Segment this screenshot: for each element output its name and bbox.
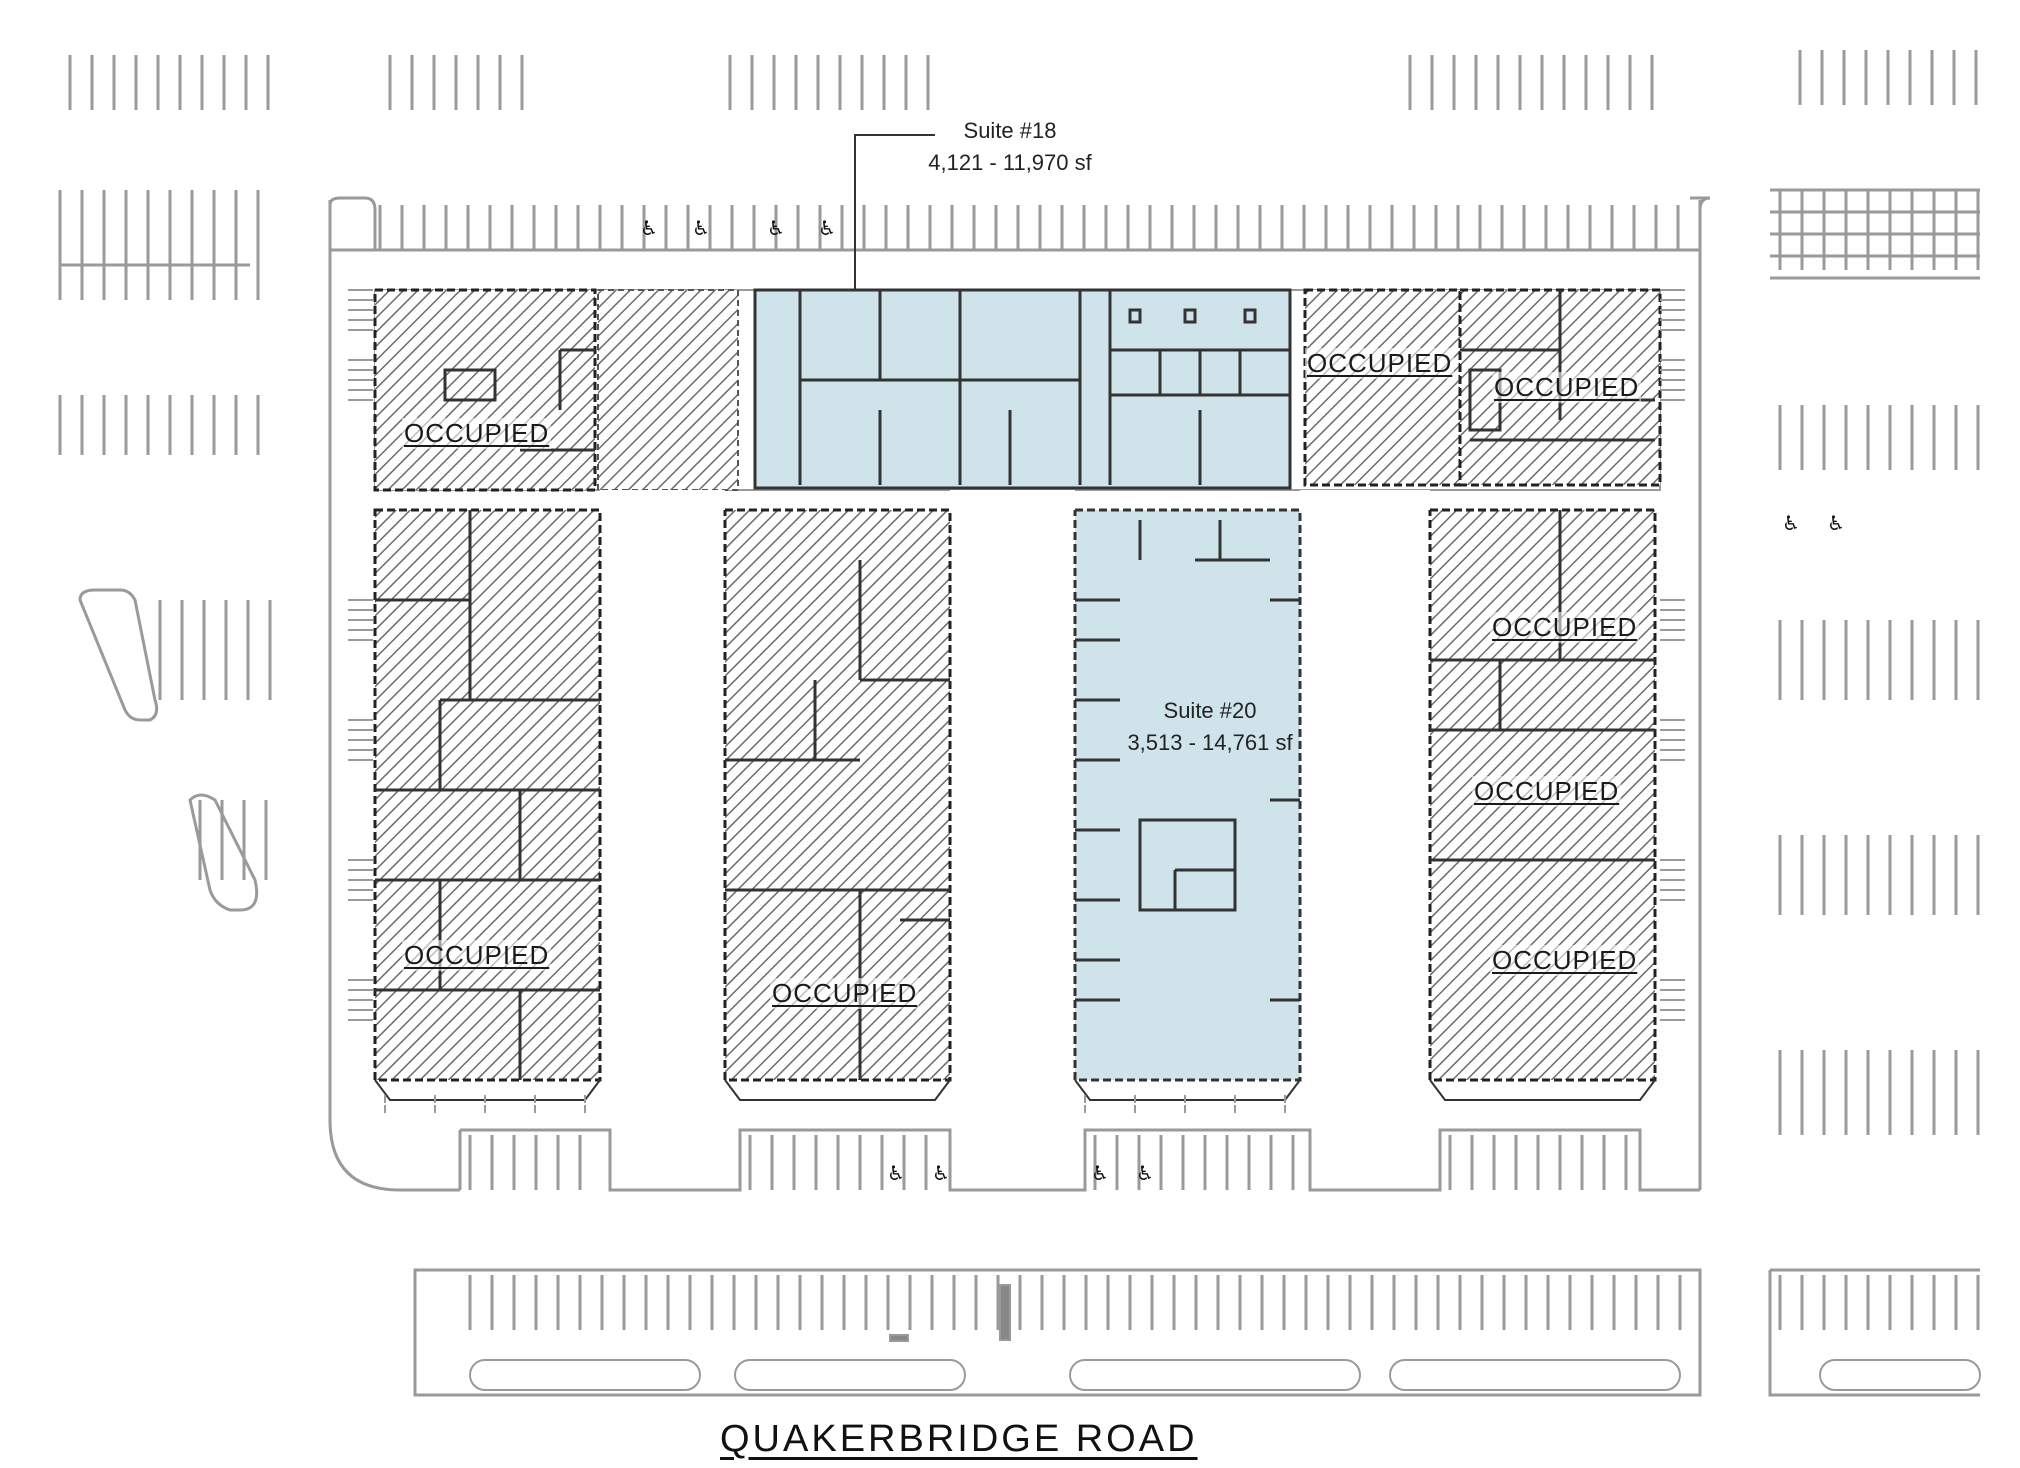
building-footprint [373, 288, 1662, 1101]
occupied-label: OCCUPIED [770, 978, 920, 1009]
site-outline [78, 196, 1980, 1397]
wheelchair-icon: ♿ [887, 1161, 905, 1185]
wheelchair-icon: ♿ [692, 216, 710, 240]
wheelchair-icon: ♿ [818, 216, 836, 240]
wheelchair-icon: ♿ [767, 216, 785, 240]
suite-20-area: 3,513 - 14,761 sf [1127, 730, 1293, 755]
suite-18-name: Suite #18 [963, 118, 1057, 143]
wheelchair-icon: ♿ [1827, 511, 1845, 535]
parking-stalls [58, 50, 1980, 1330]
suite-18-area: 4,121 - 11,970 sf [928, 150, 1092, 175]
wheelchair-icon: ♿ [1091, 1161, 1109, 1185]
wheelchair-icon: ♿ [1782, 511, 1800, 535]
wheelchair-icon: ♿ [1136, 1161, 1154, 1185]
suite-20-label[interactable]: Suite #20 3,513 - 14,761 sf [1120, 695, 1300, 759]
suite-18-leader [854, 134, 935, 290]
suite-20-name: Suite #20 [1163, 698, 1257, 723]
occupied-label: OCCUPIED [1472, 776, 1622, 807]
occupied-label: OCCUPIED [1490, 945, 1640, 976]
occupied-label: OCCUPIED [402, 418, 552, 449]
suite-18-label[interactable]: Suite #18 4,121 - 11,970 sf [920, 115, 1100, 179]
wheelchair-icon: ♿ [640, 216, 658, 240]
accessible-parking: ♿ ♿ ♿ ♿ ♿ ♿ ♿ ♿ ♿ ♿ [640, 216, 1845, 1185]
landscape-islands [469, 1284, 1981, 1391]
occupied-label: OCCUPIED [402, 940, 552, 971]
exterior-stairs [348, 289, 1685, 1113]
road-label: QUAKERBRIDGE ROAD [720, 1418, 1198, 1460]
wheelchair-icon: ♿ [932, 1161, 950, 1185]
occupied-label: OCCUPIED [1492, 372, 1642, 403]
occupied-label: OCCUPIED [1490, 612, 1640, 643]
occupied-label: OCCUPIED [1305, 348, 1455, 379]
interior-walls [375, 290, 1655, 1080]
